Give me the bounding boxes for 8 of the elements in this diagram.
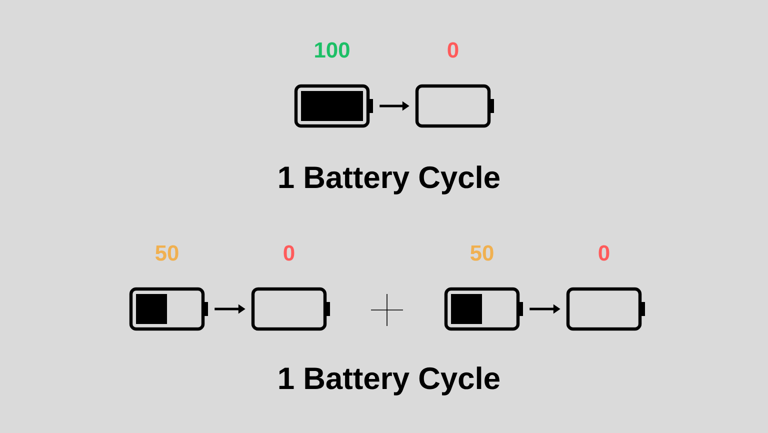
charge-number: 0 bbox=[284, 245, 294, 261]
caption: 1 Battery Cycle bbox=[279, 366, 500, 396]
charge-number: 0 bbox=[598, 245, 610, 261]
charge-number: 50 bbox=[470, 245, 494, 261]
caption: 1 Battery Cycle bbox=[279, 166, 500, 194]
charge-number: 100 bbox=[315, 42, 350, 58]
charge-number: 50 bbox=[156, 245, 178, 261]
charge-number: 0 bbox=[448, 42, 458, 58]
